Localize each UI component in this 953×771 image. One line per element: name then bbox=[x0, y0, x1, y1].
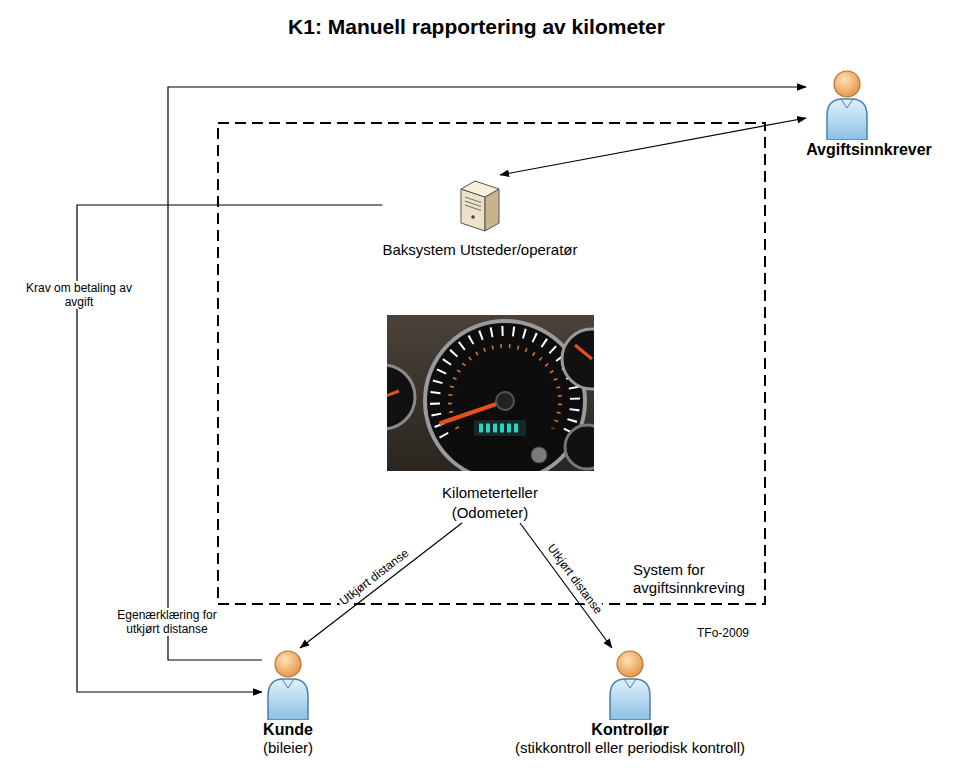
person-node: Kontrollør(stikkontroll eller periodisk … bbox=[515, 648, 745, 757]
edge-label: Egenærklæring for utkjørt distanse bbox=[110, 608, 224, 636]
node-sublabel: (bileier) bbox=[263, 739, 313, 757]
node-label: Baksystem Utsteder/operatør bbox=[382, 241, 577, 259]
odometer-node: Kilometerteller (Odometer) bbox=[387, 315, 594, 523]
node-label: Kilometerteller (Odometer) bbox=[425, 483, 555, 523]
node-label: Kunde bbox=[263, 720, 313, 739]
person-icon bbox=[262, 648, 314, 720]
person-node: Avgiftsinnkrever bbox=[806, 68, 932, 159]
region-label: System for avgiftsinnkreving bbox=[633, 561, 758, 597]
edge-label: Utkjørt distanse bbox=[543, 540, 606, 619]
person-icon bbox=[604, 648, 656, 720]
person-node: Kunde(bileier) bbox=[262, 648, 314, 757]
diagram-title: K1: Manuell rapportering av kilometer bbox=[0, 14, 953, 40]
node-label: Avgiftsinnkrever bbox=[806, 140, 932, 159]
server-icon bbox=[457, 175, 503, 233]
note-label: TFo-2009 bbox=[697, 626, 749, 640]
connector-arrow bbox=[168, 87, 806, 660]
system-region: System for avgiftsinnkreving Baksystem U… bbox=[217, 122, 766, 605]
edge-label: Krav om betaling av avgift bbox=[21, 281, 137, 309]
person-icon bbox=[821, 68, 873, 140]
odometer-photo bbox=[387, 315, 594, 471]
connector-arrow bbox=[520, 523, 612, 648]
node-label: Kontrollør bbox=[591, 720, 668, 739]
edge-label: Utkjørt distanse bbox=[335, 545, 413, 609]
node-sublabel: (stikkontroll eller periodisk kontroll) bbox=[515, 739, 745, 757]
server-node: Baksystem Utsteder/operatør bbox=[382, 175, 577, 259]
connector-arrow bbox=[300, 523, 462, 648]
connector-arrow bbox=[500, 118, 806, 175]
